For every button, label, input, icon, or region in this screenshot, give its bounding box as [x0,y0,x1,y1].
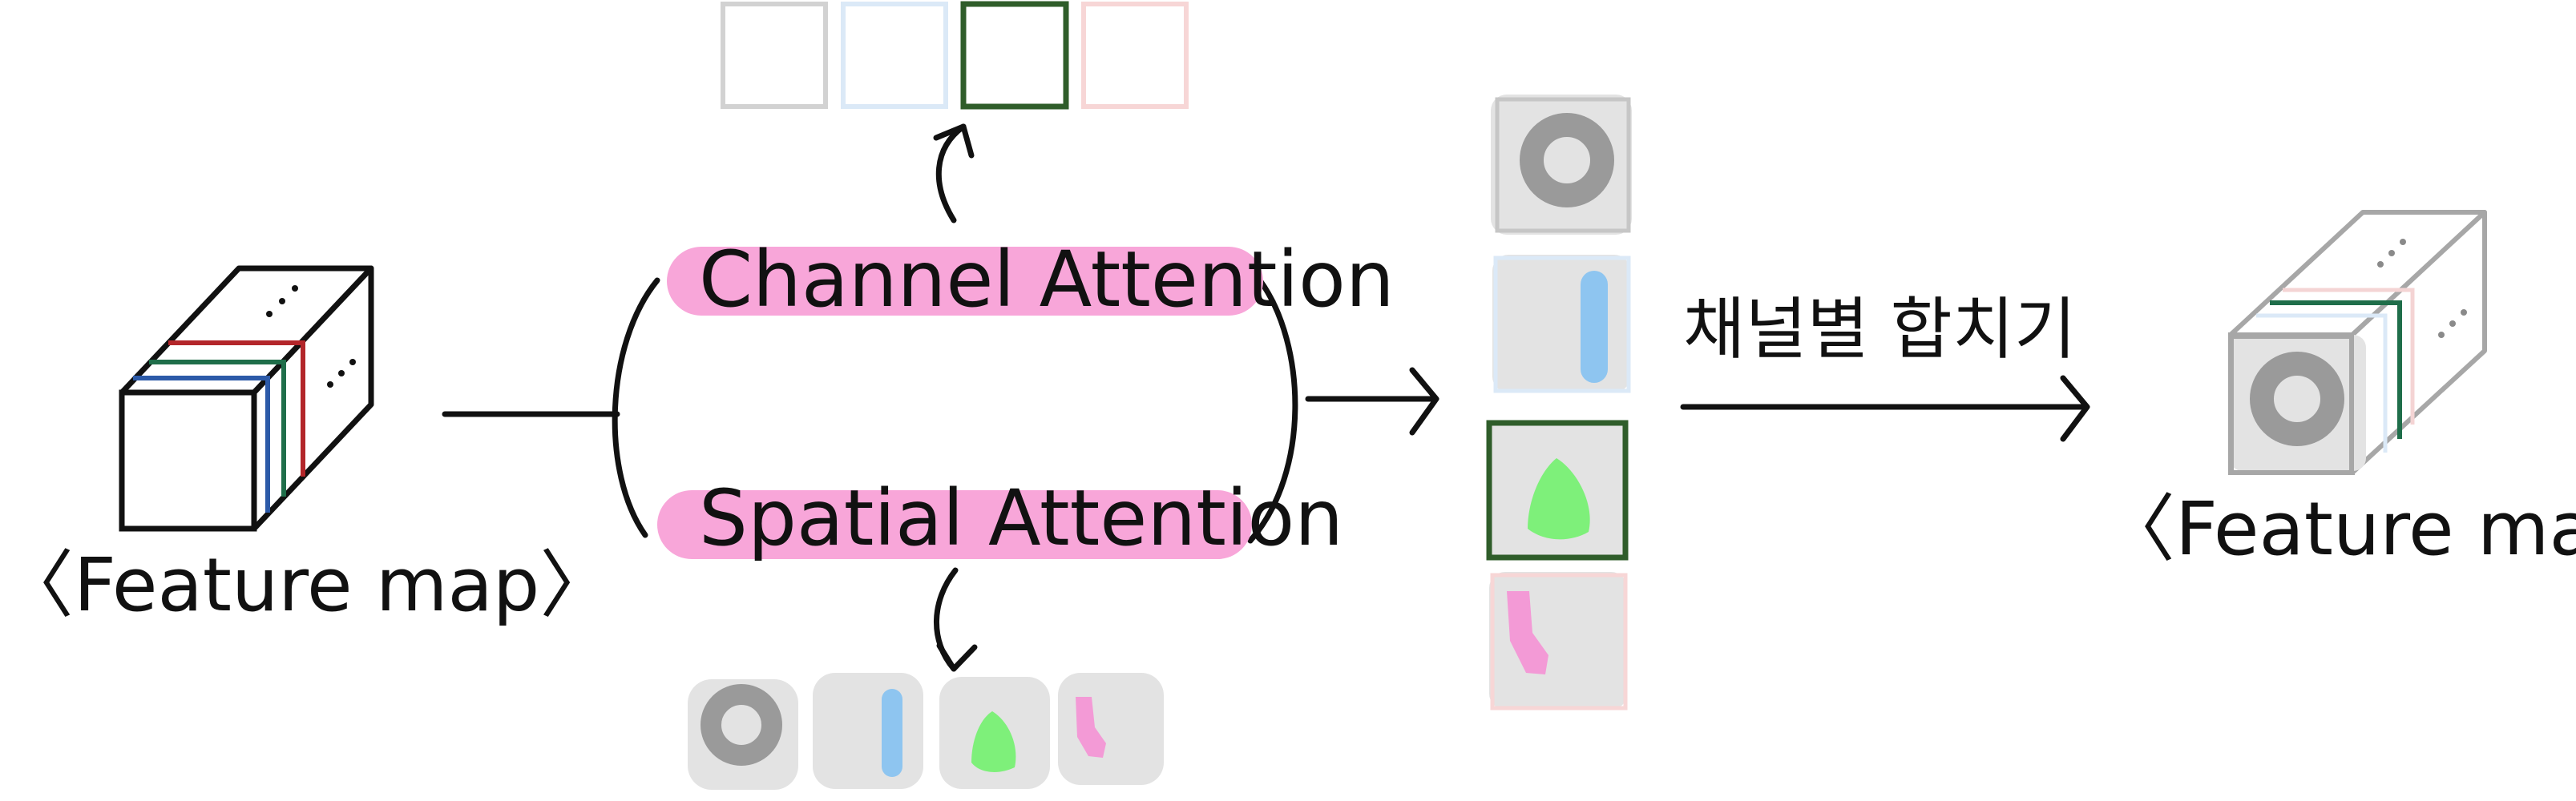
faint-channel-line-blue [2256,313,2388,453]
feature-map-cube-left [119,265,374,532]
channel-line-green [2270,300,2402,439]
channel-attention-label: Channel Attention [699,235,1395,324]
connector-arrow-head [1409,367,1439,436]
channel-stripe-blue [133,376,270,513]
channel-weight-box-pink [1081,2,1189,109]
channel-weight-box-gray [721,2,828,109]
spatial-map-blue [813,673,923,789]
ellipsis-dots-icon [266,285,356,388]
stack-item-pink [1489,572,1628,710]
spatial-map-pink [1058,673,1164,785]
combined-attention-stack [1486,95,1632,710]
feature-map-cube-right [2228,210,2487,475]
stack-item-blue [1492,255,1631,393]
arrow-up-head [933,123,975,159]
spatial-attention-label: Spatial Attention [699,473,1343,563]
channel-stripe-green [149,360,286,497]
merge-by-channel-label: 채널별 합치기 [1683,290,2076,368]
feature-map-label-right: 〈Feature map〉 [2102,486,2576,572]
split-bracket-left [612,277,660,538]
channel-weight-boxes [721,1,1189,110]
channel-weight-box-green [960,1,1069,110]
channel-stripe-red [168,340,305,477]
spatial-map-gray [688,679,798,790]
merge-arrow-head [2060,375,2090,442]
channel-weight-box-blue [841,2,948,109]
spatial-map-green [939,677,1050,789]
arrow-up-to-channel-weights [935,123,967,223]
channel-attention-highlight [667,247,1263,316]
arrow-down-head [936,642,978,672]
feature-map-label-left: 〈Feature map〉 [0,542,613,628]
spatial-attention-highlight [657,490,1252,559]
merge-bracket-right [1247,277,1298,544]
stack-item-gray [1491,95,1632,235]
spatial-attention-maps [688,673,1164,790]
stack-item-green [1486,420,1629,561]
ellipsis-dots-icon [2377,239,2467,338]
faint-channel-line-pink [2283,288,2415,425]
